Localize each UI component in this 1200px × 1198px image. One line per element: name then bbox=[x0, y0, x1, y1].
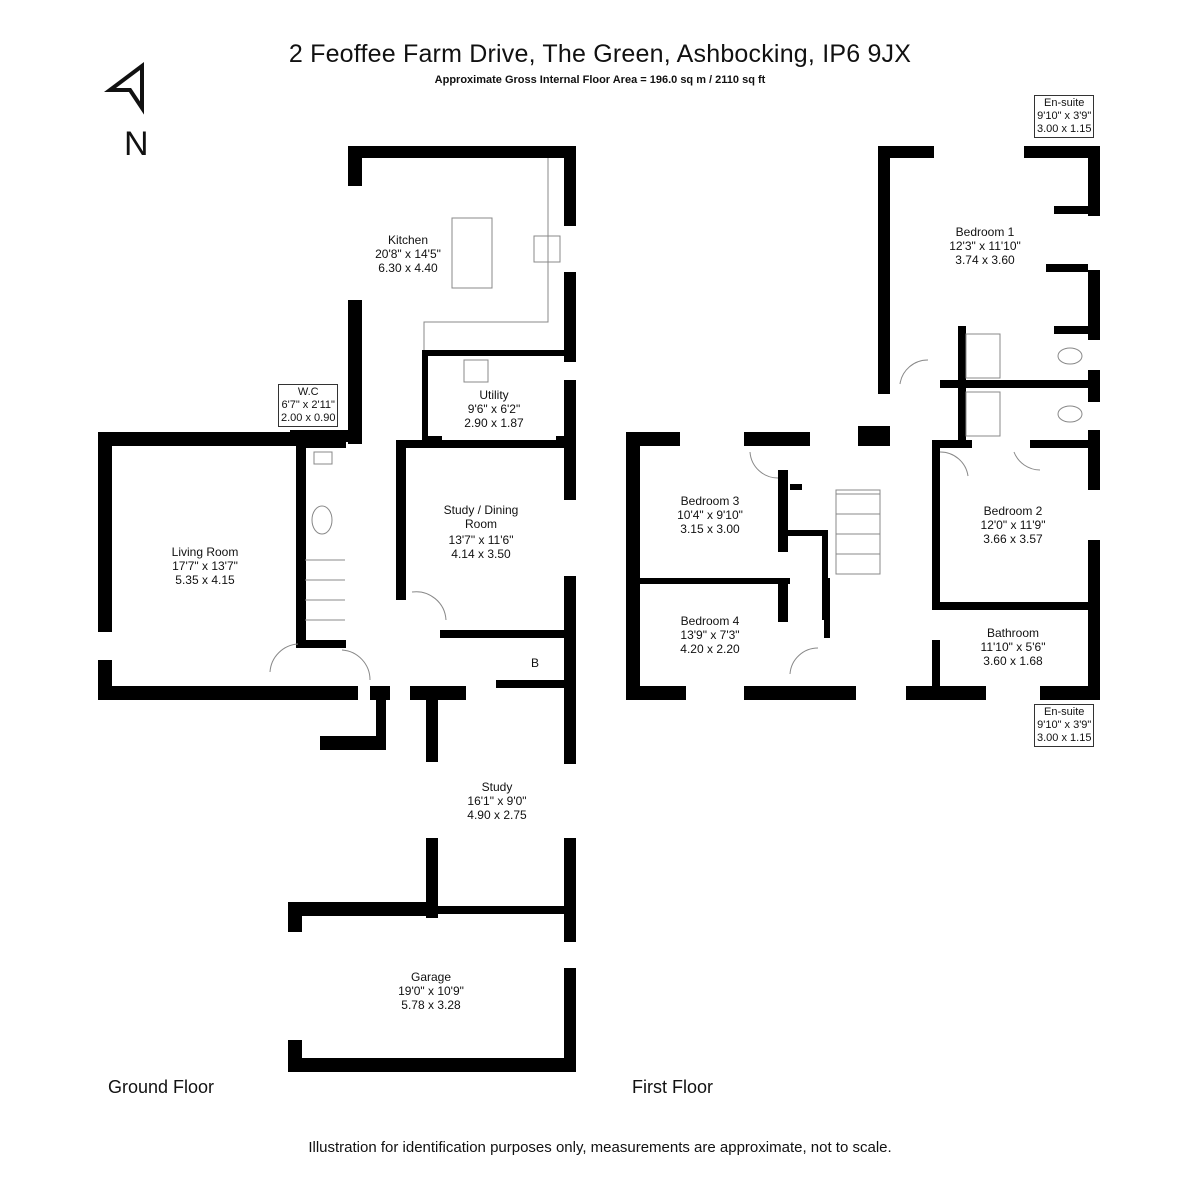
room-name: Bathroom bbox=[986, 626, 1040, 640]
first-floor-label: First Floor bbox=[632, 1077, 713, 1097]
room-imperial: 13'9" x 7'3" bbox=[680, 628, 740, 642]
room-imperial: 12'0" x 11'9" bbox=[980, 518, 1046, 532]
room-name: En-suite bbox=[1044, 97, 1085, 109]
room-study: Study 16'1" x 9'0" 4.90 x 2.75 bbox=[422, 780, 572, 822]
room-metric: 2.90 x 1.87 bbox=[464, 416, 524, 430]
room-ensuite-bottom: En-suite 9'10" x 3'9" 3.00 x 1.15 bbox=[1034, 704, 1095, 747]
room-name: Bedroom 2 bbox=[983, 504, 1043, 518]
room-imperial: 11'10" x 5'6" bbox=[980, 640, 1046, 654]
ground-floor-label: Ground Floor bbox=[108, 1077, 215, 1097]
room-metric: 5.35 x 4.15 bbox=[175, 573, 235, 587]
room-metric: 3.74 x 3.60 bbox=[955, 253, 1015, 267]
disclaimer: Illustration for identification purposes… bbox=[308, 1139, 892, 1156]
first-floor-walls bbox=[626, 146, 1100, 700]
ground-floor-fixtures bbox=[269, 158, 561, 681]
room-bedroom-2: Bedroom 2 12'0" x 11'9" 3.66 x 3.57 bbox=[938, 504, 1088, 546]
north-arrow-icon: N bbox=[100, 60, 160, 165]
room-metric: 3.66 x 3.57 bbox=[983, 532, 1043, 546]
room-bedroom-3: Bedroom 3 10'4" x 9'10" 3.15 x 3.00 bbox=[635, 494, 785, 536]
room-name: Bedroom 3 bbox=[680, 494, 740, 508]
room-imperial: 9'10" x 3'9" bbox=[1037, 719, 1092, 731]
room-metric: 4.90 x 2.75 bbox=[467, 808, 527, 822]
room-name: Kitchen bbox=[387, 233, 429, 247]
first-floor-fixtures bbox=[749, 333, 1083, 675]
room-study-dining: Study / Dining Room 13'7" x 11'6" 4.14 x… bbox=[426, 503, 536, 561]
room-name: En-suite bbox=[1044, 706, 1085, 718]
room-name: B bbox=[530, 656, 539, 670]
room-imperial: 17'7" x 13'7" bbox=[172, 559, 238, 573]
room-metric: 3.60 x 1.68 bbox=[983, 654, 1043, 668]
room-name: Bedroom 4 bbox=[680, 614, 740, 628]
room-name: Study bbox=[481, 780, 513, 794]
page-title: 2 Feoffee Farm Drive, The Green, Ashbock… bbox=[288, 40, 912, 68]
room-name: W.C bbox=[297, 386, 319, 398]
room-imperial: 6'7" x 2'11" bbox=[281, 399, 335, 411]
room-imperial: 12'3" x 11'10" bbox=[949, 239, 1021, 253]
room-metric: 6.30 x 4.40 bbox=[378, 261, 438, 275]
room-imperial: 10'4" x 9'10" bbox=[677, 508, 743, 522]
room-imperial: 19'0" x 10'9" bbox=[398, 984, 464, 998]
room-name: Bedroom 1 bbox=[955, 225, 1015, 239]
room-metric: 3.00 x 1.15 bbox=[1037, 732, 1092, 744]
floor-area-subtitle: Approximate Gross Internal Floor Area = … bbox=[434, 74, 766, 86]
room-boiler-cupboard: B bbox=[520, 656, 550, 670]
room-kitchen: Kitchen 20'8" x 14'5" 6.30 x 4.40 bbox=[333, 233, 483, 275]
room-imperial: 16'1" x 9'0" bbox=[467, 794, 527, 808]
room-name: Garage bbox=[410, 970, 452, 984]
room-metric: 3.15 x 3.00 bbox=[680, 522, 740, 536]
room-metric: 2.00 x 0.90 bbox=[281, 412, 336, 424]
north-letter: N bbox=[124, 125, 149, 160]
room-imperial: 13'7" x 11'6" bbox=[448, 533, 514, 547]
room-bathroom: Bathroom 11'10" x 5'6" 3.60 x 1.68 bbox=[938, 626, 1088, 668]
room-garage: Garage 19'0" x 10'9" 5.78 x 3.28 bbox=[356, 970, 506, 1012]
room-utility: Utility 9'6" x 6'2" 2.90 x 1.87 bbox=[419, 388, 569, 430]
room-name: Utility bbox=[479, 388, 509, 402]
room-bedroom-4: Bedroom 4 13'9" x 7'3" 4.20 x 2.20 bbox=[635, 614, 785, 656]
room-metric: 5.78 x 3.28 bbox=[401, 998, 461, 1012]
room-imperial: 9'10" x 3'9" bbox=[1037, 110, 1092, 122]
room-name: Living Room bbox=[171, 545, 239, 559]
room-metric: 3.00 x 1.15 bbox=[1037, 123, 1092, 135]
room-living: Living Room 17'7" x 13'7" 5.35 x 4.15 bbox=[130, 545, 280, 587]
room-ensuite-top: En-suite 9'10" x 3'9" 3.00 x 1.15 bbox=[1034, 95, 1095, 138]
room-metric: 4.14 x 3.50 bbox=[451, 547, 511, 561]
room-imperial: 9'6" x 6'2" bbox=[467, 402, 521, 416]
room-name: Study / Dining Room bbox=[443, 503, 519, 531]
room-wc: W.C 6'7" x 2'11" 2.00 x 0.90 bbox=[278, 384, 339, 427]
room-bedroom-1: Bedroom 1 12'3" x 11'10" 3.74 x 3.60 bbox=[910, 225, 1060, 267]
ground-floor-walls bbox=[98, 146, 576, 1072]
room-imperial: 20'8" x 14'5" bbox=[375, 247, 441, 261]
room-metric: 4.20 x 2.20 bbox=[680, 642, 740, 656]
